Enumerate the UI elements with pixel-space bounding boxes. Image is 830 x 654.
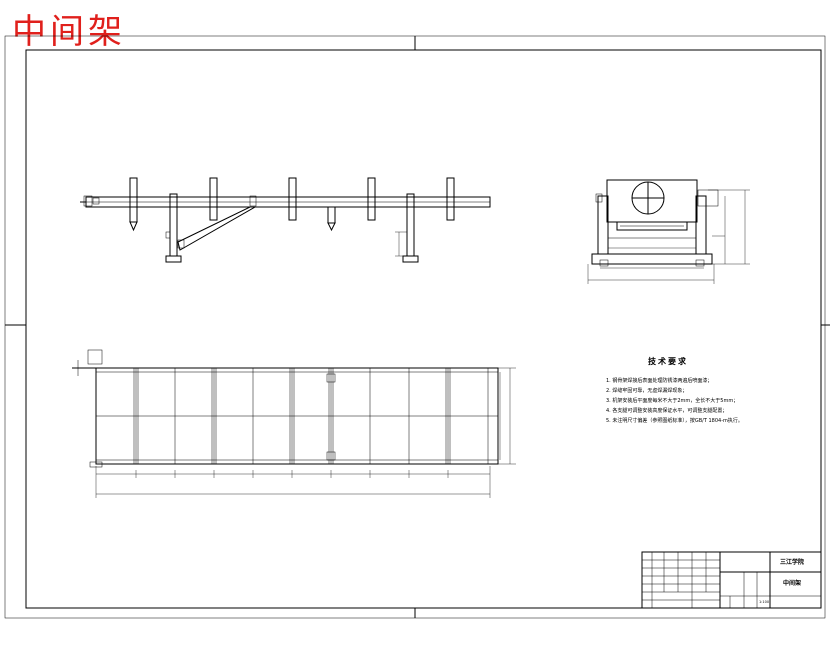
title-block-scale: 1:100 [759, 600, 770, 604]
outer-frame [4, 35, 826, 619]
inner-frame [25, 49, 822, 609]
title-block-drawing-name: 中间架 [783, 580, 802, 587]
requirement-item-4: 4. 各支腿可调整安装高度保证水平，可调整支腿配置； [606, 408, 728, 414]
title-block-company: 三江学院 [780, 559, 805, 566]
plan-view [72, 349, 516, 498]
requirement-item-2: 2. 焊缝牢固可靠，无虚焊漏焊现象； [606, 388, 688, 394]
requirement-item-5: 5. 未注明尺寸偏差（参照图纸标准），按GB/T 1804-m执行。 [606, 418, 743, 424]
title-block [641, 551, 822, 609]
requirement-item-1: 1. 钢骨架焊接后表面处理防锈漆两遍后喷面漆； [606, 378, 713, 384]
requirement-item-3: 3. 机架安装后平面度每米不大于2mm，全长不大于5mm； [606, 398, 739, 404]
side-roller-frame [606, 179, 698, 223]
requirements-title: 技术要求 [648, 356, 688, 366]
front-view [80, 177, 491, 263]
side-view [587, 179, 750, 284]
page-title: 中间架 [12, 12, 126, 52]
